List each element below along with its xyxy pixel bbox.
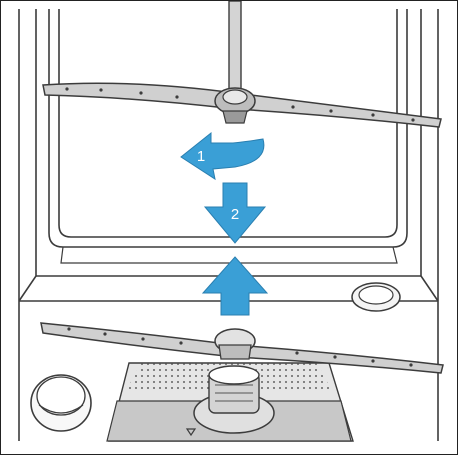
rinse-aid-cap-right — [352, 283, 400, 311]
upper-spray-pipe — [229, 1, 241, 89]
salt-container-cap — [31, 375, 91, 431]
upper-spray-arm — [43, 83, 441, 127]
up-arrow-icon — [203, 257, 267, 315]
step-label-1: 1 — [197, 148, 205, 165]
down-arrow-icon: 2 — [205, 183, 265, 243]
rotate-arrow-icon: 1 — [181, 133, 264, 179]
step-label-2: 2 — [231, 206, 239, 223]
